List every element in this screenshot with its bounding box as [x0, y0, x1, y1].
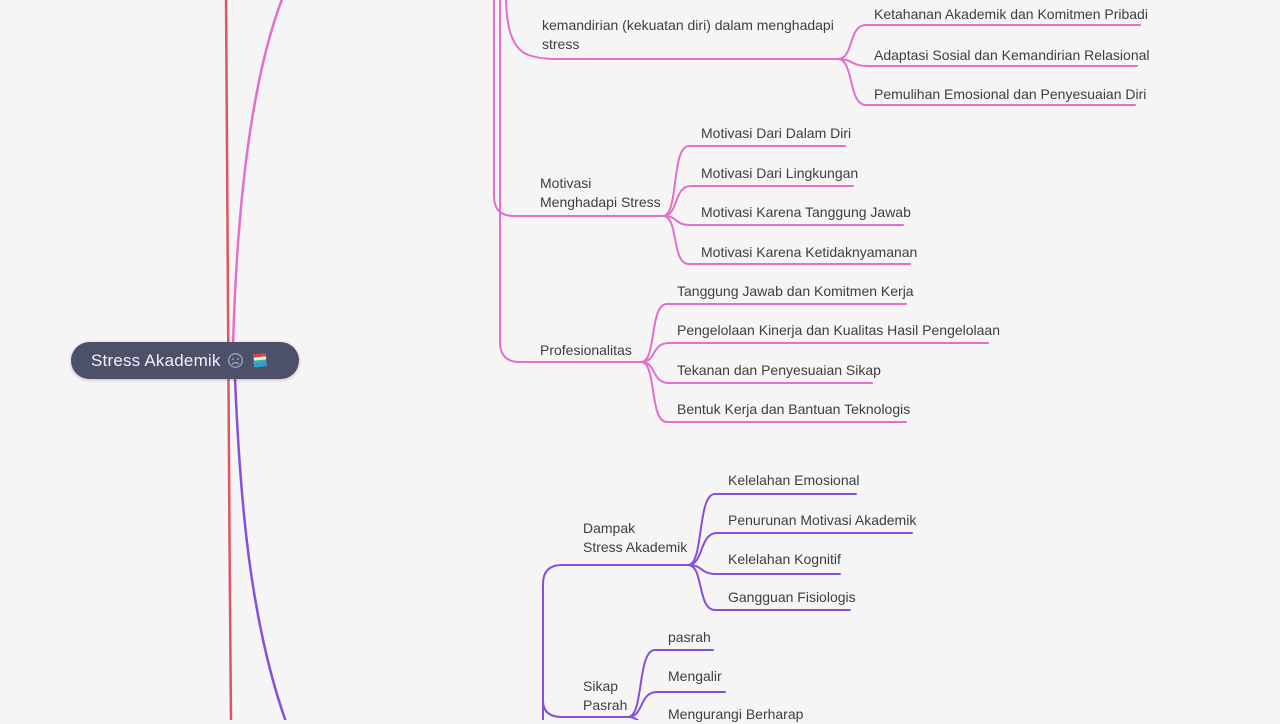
- root-topic-stress-akademik[interactable]: Stress Akademik: [71, 342, 299, 379]
- pink-trunk-profesionalitas: [499, 0, 642, 363]
- books-icon: [250, 352, 270, 370]
- topic-bentuk-kerja[interactable]: Bentuk Kerja dan Bantuan Teknologis: [677, 401, 911, 417]
- topic-dampak-stress-akademik[interactable]: Dampak Stress Akademik: [583, 520, 688, 555]
- branch-connector: [627, 691, 726, 718]
- branch-connector: [640, 303, 907, 363]
- topic-motivasi-tanggung-jawab[interactable]: Motivasi Karena Tanggung Jawab: [701, 204, 911, 220]
- topic-penurunan-motivasi[interactable]: Penurunan Motivasi Akademik: [728, 512, 917, 528]
- branch-connector: [662, 215, 911, 265]
- purple-root-curve: [233, 376, 287, 720]
- branch-connector: [627, 649, 714, 718]
- topic-profesionalitas[interactable]: Profesionalitas: [540, 342, 632, 358]
- branch-connector: [837, 24, 1141, 60]
- topic-mengurangi-berharap[interactable]: Mengurangi Berharap: [668, 706, 804, 722]
- branch-connector: [687, 493, 857, 566]
- topic-pengelolaan-kinerja[interactable]: Pengelolaan Kinerja dan Kualitas Hasil P…: [677, 322, 1001, 338]
- topic-kemandirian[interactable]: kemandirian (kekuatan diri) dalam mengha…: [542, 17, 834, 52]
- branch-connector: [640, 361, 907, 423]
- branch-connector: [627, 716, 640, 720]
- topic-motivasi-lingkungan[interactable]: Motivasi Dari Lingkungan: [701, 165, 859, 181]
- branch-connector: [837, 58, 1136, 106]
- topic-gangguan-fisiologis[interactable]: Gangguan Fisiologis: [728, 589, 856, 605]
- branch-connector: [662, 185, 854, 217]
- purple-trunk: [542, 564, 689, 720]
- purple-trunk-sikap: [542, 701, 629, 718]
- topic-motivasi-dalam-diri[interactable]: Motivasi Dari Dalam Diri: [701, 125, 852, 141]
- topic-motivasi-ketidaknyamanan[interactable]: Motivasi Karena Ketidaknyamanan: [701, 244, 918, 260]
- topic-pemulihan-emosional[interactable]: Pemulihan Emosional dan Penyesuaian Diri: [874, 86, 1147, 102]
- branch-connector: [662, 145, 846, 217]
- branch-connector: [687, 532, 913, 566]
- topic-ketahanan-akademik[interactable]: Ketahanan Akademik dan Komitmen Pribadi: [874, 6, 1148, 22]
- topic-tekanan-penyesuaian[interactable]: Tekanan dan Penyesuaian Sikap: [677, 362, 881, 378]
- frowning-face-icon: [227, 352, 244, 369]
- pink-root-curve: [231, 0, 284, 348]
- pink-trunk-kemandirian: [505, 0, 839, 60]
- topic-kelelahan-kognitif[interactable]: Kelelahan Kognitif: [728, 551, 841, 567]
- root-topic-label: Stress Akademik: [91, 350, 221, 370]
- topic-adaptasi-sosial[interactable]: Adaptasi Sosial dan Kemandirian Relasion…: [874, 47, 1150, 63]
- topic-kelelahan-emosional[interactable]: Kelelahan Emosional: [728, 472, 860, 488]
- topic-motivasi-menghadapi-stress[interactable]: Motivasi Menghadapi Stress: [540, 175, 661, 210]
- topic-pasrah[interactable]: pasrah: [668, 629, 711, 645]
- topic-sikap-pasrah[interactable]: Sikap Pasrah: [583, 678, 628, 713]
- topic-mengalir[interactable]: Mengalir: [668, 668, 722, 684]
- branch-connector: [640, 342, 989, 363]
- topic-tanggung-jawab-komitmen[interactable]: Tanggung Jawab dan Komitmen Kerja: [677, 283, 914, 299]
- branch-connector: [687, 564, 851, 611]
